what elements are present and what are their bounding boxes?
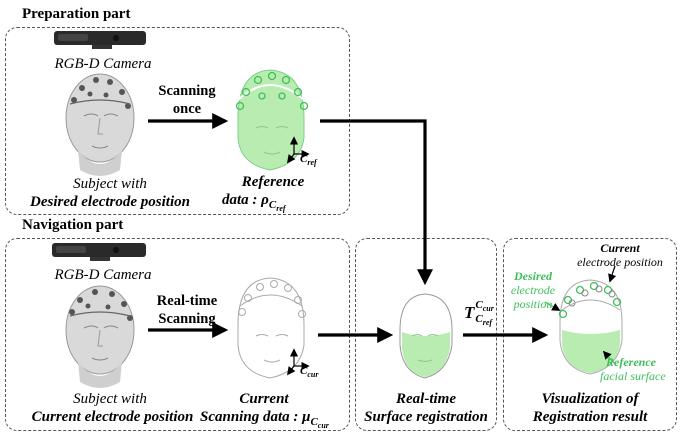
desired-electrode-label: Desired electrode position: [30, 194, 190, 210]
reference-annotation-bold: Reference: [606, 355, 656, 369]
visualization-label-1: Visualization of: [541, 391, 639, 407]
registration-head: [399, 293, 453, 379]
camera-icon-prep: [54, 31, 146, 49]
camera-label-nav: RGB-D Camera: [54, 267, 152, 283]
mannequin-head-prep: [65, 73, 135, 176]
current-scan-head: [237, 277, 306, 379]
reference-scan-head: [235, 69, 309, 171]
subject-label-prep: Subject with: [73, 176, 147, 192]
desired-annotation-rest-1: electrode: [510, 283, 556, 297]
subject-label-nav: Subject with: [73, 391, 147, 407]
visualization-label-2: Registration result: [532, 409, 648, 425]
registration-label-1: Real-time: [396, 391, 456, 407]
current-annotation-rest: electrode position: [577, 255, 663, 269]
realtime-scanning-label-1: Real-time: [156, 293, 218, 309]
axis-label-cur: Ccur: [300, 365, 319, 380]
desired-annotation-rest-2: position: [513, 297, 553, 311]
registration-label-2: Surface registration: [364, 409, 488, 425]
current-data-label-2: Scanning data : μCcur: [200, 409, 329, 431]
annotation-arrows: [544, 265, 617, 365]
coordinate-axes-ref: [286, 136, 310, 164]
navigation-title: Navigation part: [22, 217, 124, 233]
current-annotation-bold: Current: [600, 241, 640, 255]
coordinate-axes-cur: [286, 348, 310, 376]
preparation-title: Preparation part: [22, 6, 131, 22]
reference-data-label-2: data : ρCref: [222, 192, 286, 214]
current-data-label-1: Current: [239, 391, 289, 407]
camera-icon-nav: [52, 243, 146, 261]
axis-label-ref: Cref: [300, 153, 317, 168]
mannequin-head-nav: [65, 285, 135, 388]
current-electrode-label: Current electrode position: [31, 409, 194, 425]
realtime-scanning-label-2: Scanning: [158, 311, 216, 327]
desired-annotation-bold: Desired: [514, 269, 552, 283]
reference-annotation-rest: facial surface: [600, 369, 666, 383]
scanning-once-label-2: once: [172, 101, 202, 117]
scanning-once-label-1: Scanning: [158, 83, 216, 99]
flow-arrows: [148, 113, 549, 343]
reference-data-label-1: Reference: [241, 174, 305, 190]
visualization-head: [558, 279, 623, 375]
camera-label-prep: RGB-D Camera: [54, 56, 152, 72]
